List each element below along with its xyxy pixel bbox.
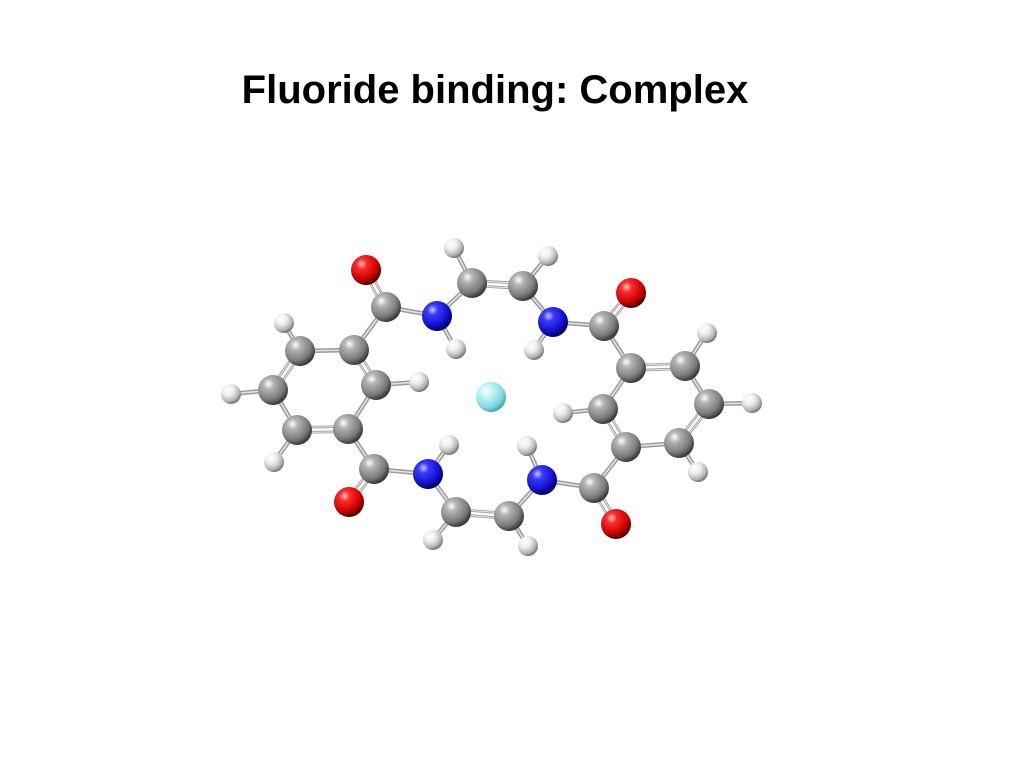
carbon-atom bbox=[616, 353, 646, 383]
hydrogen-atom bbox=[221, 384, 241, 404]
carbon-atom bbox=[441, 497, 471, 527]
carbon-atom bbox=[457, 268, 487, 298]
carbon-atom bbox=[664, 428, 694, 458]
carbon-atom bbox=[282, 415, 312, 445]
oxygen-atom bbox=[351, 255, 381, 285]
carbon-atom bbox=[285, 336, 315, 366]
hydrogen-atom bbox=[553, 403, 573, 423]
carbon-atom bbox=[508, 271, 538, 301]
hydrogen-atom bbox=[446, 339, 466, 359]
nitrogen-atom bbox=[413, 459, 443, 489]
carbon-atom bbox=[579, 473, 609, 503]
fluoride-atom bbox=[476, 382, 506, 412]
carbon-atom bbox=[333, 414, 363, 444]
hydrogen-atom bbox=[423, 530, 443, 550]
hydrogen-atom bbox=[274, 313, 294, 333]
carbon-atom bbox=[588, 394, 618, 424]
slide-title: Fluoride binding: Complex bbox=[241, 68, 749, 112]
hydrogen-atom bbox=[264, 452, 284, 472]
hydrogen-atom bbox=[444, 238, 464, 258]
carbon-atom bbox=[611, 432, 641, 462]
carbon-atom bbox=[589, 311, 619, 341]
hydrogen-atom bbox=[697, 323, 717, 343]
hydrogen-atom bbox=[524, 340, 544, 360]
nitrogen-atom bbox=[527, 465, 557, 495]
carbon-atom bbox=[670, 351, 700, 381]
hydrogen-atom bbox=[409, 372, 429, 392]
carbon-atom bbox=[694, 389, 724, 419]
oxygen-atom bbox=[601, 509, 631, 539]
hydrogen-atom bbox=[742, 393, 762, 413]
hydrogen-atom bbox=[439, 435, 459, 455]
nitrogen-atom bbox=[422, 301, 452, 331]
carbon-atom bbox=[494, 501, 524, 531]
atoms bbox=[221, 238, 762, 556]
hydrogen-atom bbox=[538, 246, 558, 266]
carbon-atom bbox=[339, 335, 369, 365]
hydrogen-atom bbox=[517, 436, 537, 456]
carbon-atom bbox=[359, 454, 389, 484]
carbon-atom bbox=[258, 375, 288, 405]
hydrogen-atom bbox=[688, 462, 708, 482]
carbon-atom bbox=[371, 292, 401, 322]
hydrogen-atom bbox=[518, 536, 538, 556]
oxygen-atom bbox=[616, 278, 646, 308]
nitrogen-atom bbox=[538, 307, 568, 337]
carbon-atom bbox=[361, 370, 391, 400]
oxygen-atom bbox=[334, 487, 364, 517]
